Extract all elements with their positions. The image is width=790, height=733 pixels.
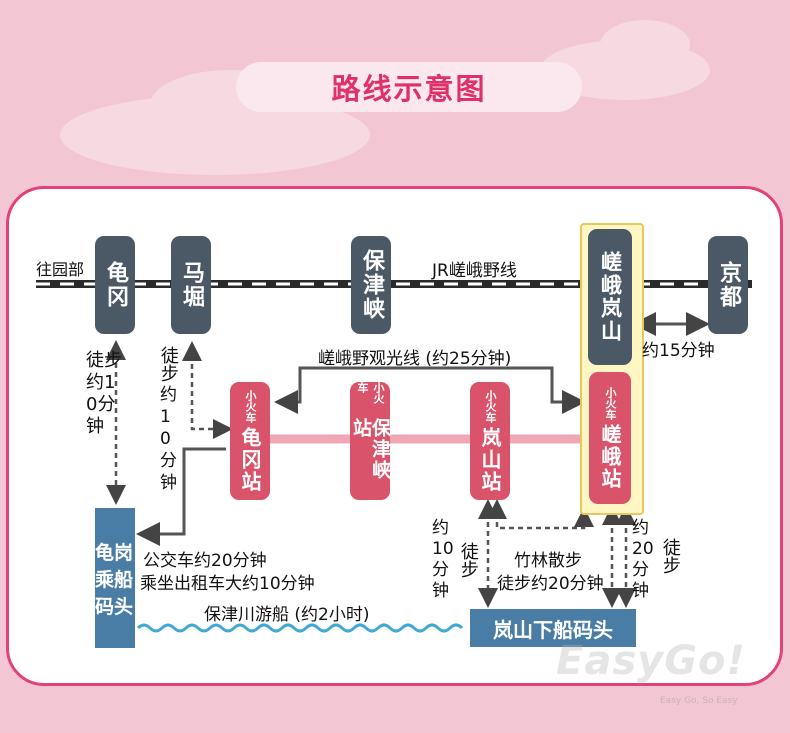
station-name: 保津峡站: [350, 418, 391, 482]
torokko-prefix: 小火车: [484, 389, 497, 423]
watermark-logo: EasyGo!: [556, 638, 746, 684]
walk-kameoka-label: 徒步约10分钟: [86, 350, 122, 437]
torokko-station-kameoka[interactable]: 小火车 龟冈站: [230, 382, 270, 500]
walk-arashiyama-step: 徒步: [457, 542, 479, 578]
rail-start-label: 往园部: [36, 260, 85, 279]
station-name: 龟冈: [103, 261, 128, 309]
station-name: 京都: [716, 261, 741, 309]
title-banner: 路线示意图: [236, 62, 582, 112]
pier-name: 岚山下船码头: [493, 617, 613, 642]
page-title: 路线示意图: [331, 72, 487, 106]
rail-line-label: JR嵯峨野线: [432, 261, 517, 281]
jr-station-hozukyo[interactable]: 保津峡: [351, 236, 391, 334]
walk-saga-time: 约20分钟: [632, 518, 654, 601]
torokko-prefix: 小火车: [244, 389, 257, 423]
torokko-prefix: 小火车: [356, 382, 385, 404]
torokko-prefix: 小火车: [604, 386, 617, 420]
watermark-slogan: Easy Go, So Easy: [660, 696, 738, 706]
walk-arashiyama-time: 约10分钟: [432, 518, 454, 601]
bamboo-walk-label: 竹林散步: [514, 551, 582, 571]
jr-station-kyoto[interactable]: 京都: [708, 236, 748, 334]
walk-saga-step: 徒步: [659, 538, 681, 574]
station-name: 保津峡: [359, 249, 384, 321]
river-cruise-label: 保津川游船 (约2小时): [204, 605, 370, 625]
walk-umahori-time: 约10分钟: [160, 385, 177, 493]
taxi-time-label: 乘坐出租车大约10分钟: [140, 574, 315, 594]
torokko-station-saga[interactable]: 小火车 嵯峨站: [589, 372, 631, 504]
station-name: 龟冈站: [238, 426, 262, 493]
pier-arashiyama[interactable]: 岚山下船码头: [470, 609, 636, 647]
pier-name: 龟岗乘船码头: [95, 541, 134, 618]
torokko-station-arashiyama[interactable]: 小火车 岚山站: [470, 382, 510, 500]
station-name: 嵯峨站: [598, 423, 622, 490]
walk-umahori-step: 徒步: [157, 346, 179, 382]
jr-station-umahori[interactable]: 马堀: [171, 236, 211, 334]
sightseeing-line-label: 嵯峨野观光线 (约25分钟): [318, 349, 512, 369]
jr-station-kameoka[interactable]: 龟冈: [95, 236, 135, 334]
bus-time-label: 公交车约20分钟: [143, 551, 267, 571]
kyoto-travel-time: 约15分钟: [642, 341, 715, 361]
pier-kameoka[interactable]: 龟岗乘船码头: [95, 508, 135, 648]
torokko-station-hozukyo[interactable]: 小火车 保津峡站: [350, 382, 391, 500]
station-name: 马堀: [179, 261, 204, 309]
station-name: 嵯峨岚山: [598, 251, 623, 343]
station-name: 岚山站: [478, 426, 502, 493]
bamboo-walk-time: 徒步约20分钟: [497, 574, 604, 594]
background-cloud: [600, 20, 690, 70]
jr-station-saga-arashiyama[interactable]: 嵯峨岚山: [588, 229, 632, 365]
